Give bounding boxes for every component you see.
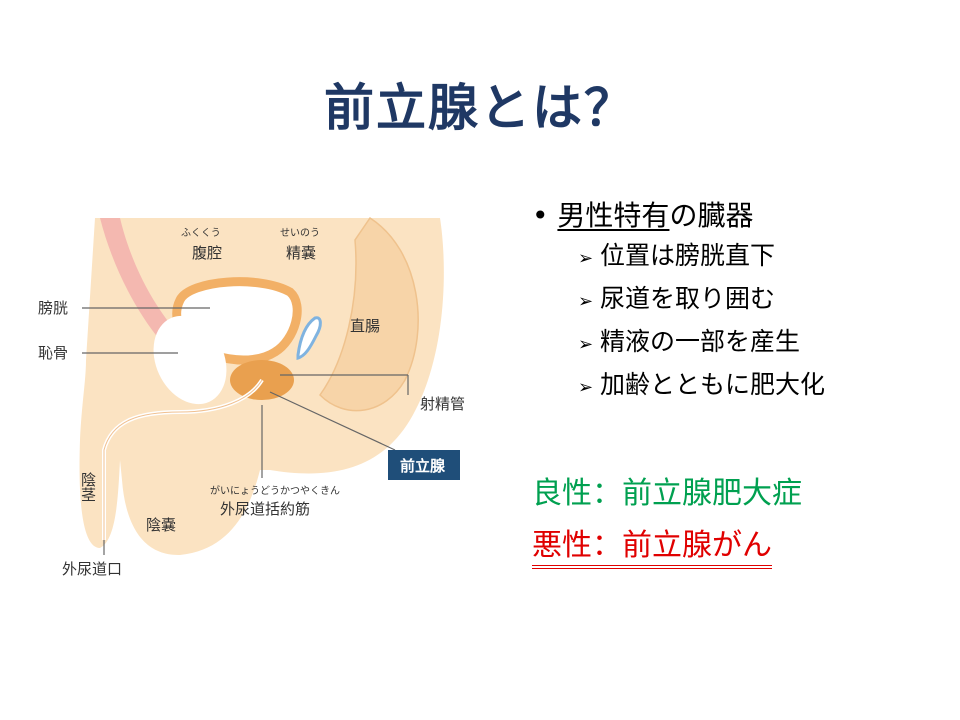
label-seino: 精嚢 xyxy=(286,244,316,262)
slide-title: 前立腺とは？ xyxy=(324,79,636,137)
arrow-icon: ➢ xyxy=(578,377,594,398)
sub-bullet: ➢加齢とともに肥大化 xyxy=(578,365,825,408)
label-gainyodoko: 外尿道口 xyxy=(62,560,122,578)
label-seino-ruby: せいのう xyxy=(280,227,320,239)
malignant-text: 悪性：前立腺がん xyxy=(532,520,772,569)
arrow-icon: ➢ xyxy=(578,334,594,355)
arrow-icon: ➢ xyxy=(578,291,594,312)
label-chiko: 恥骨 xyxy=(38,344,68,362)
label-fukuku-ruby: ふくくう xyxy=(181,227,221,239)
prostate-anatomy-diagram: ふくくう 腹腔 せいのう 精嚢 膀胱 恥骨 直腸 射精管 前立腺 陰茎 陰嚢 が… xyxy=(38,216,465,578)
leader-lines xyxy=(82,307,409,555)
urethra-outline xyxy=(103,379,263,540)
label-gainyodo-ruby: がいにょうどうかつやくきん xyxy=(210,484,340,497)
label-fukuku: 腹腔 xyxy=(192,244,222,262)
label-innou: 陰嚢 xyxy=(146,516,176,534)
arrow-icon: ➢ xyxy=(578,248,594,269)
bullet-main-rest: の臓器 xyxy=(669,199,754,232)
label-inkei: 陰茎 xyxy=(79,472,97,502)
sub-bullet: ➢位置は膀胱直下 xyxy=(578,236,825,279)
bullet-dot: • xyxy=(532,199,558,232)
sub-bullet: ➢精液の一部を産生 xyxy=(578,322,825,365)
rectum xyxy=(319,216,419,412)
sub-bullet: ➢尿道を取り囲む xyxy=(578,279,825,322)
bullet-list: • 男性特有の臓器 ➢位置は膀胱直下 ➢尿道を取り囲む ➢精液の一部を産生 ➢加… xyxy=(532,196,825,408)
label-zenritsusen: 前立腺 xyxy=(400,457,446,475)
label-gainyodo: 外尿道括約筋 xyxy=(220,500,310,518)
pubic-bone xyxy=(153,315,227,405)
bullet-main-underlined: 男性特有 xyxy=(557,199,670,232)
abdominal-wall xyxy=(100,218,175,340)
label-bokou: 膀胱 xyxy=(38,299,68,317)
label-chokucho: 直腸 xyxy=(350,317,380,335)
benign-text: 良性：前立腺肥大症 xyxy=(532,476,802,511)
callout-box xyxy=(388,450,460,480)
bullet-main: • 男性特有の臓器 xyxy=(532,196,825,236)
seminal-vesicle xyxy=(296,316,322,360)
label-shaseikan: 射精管 xyxy=(420,395,465,413)
